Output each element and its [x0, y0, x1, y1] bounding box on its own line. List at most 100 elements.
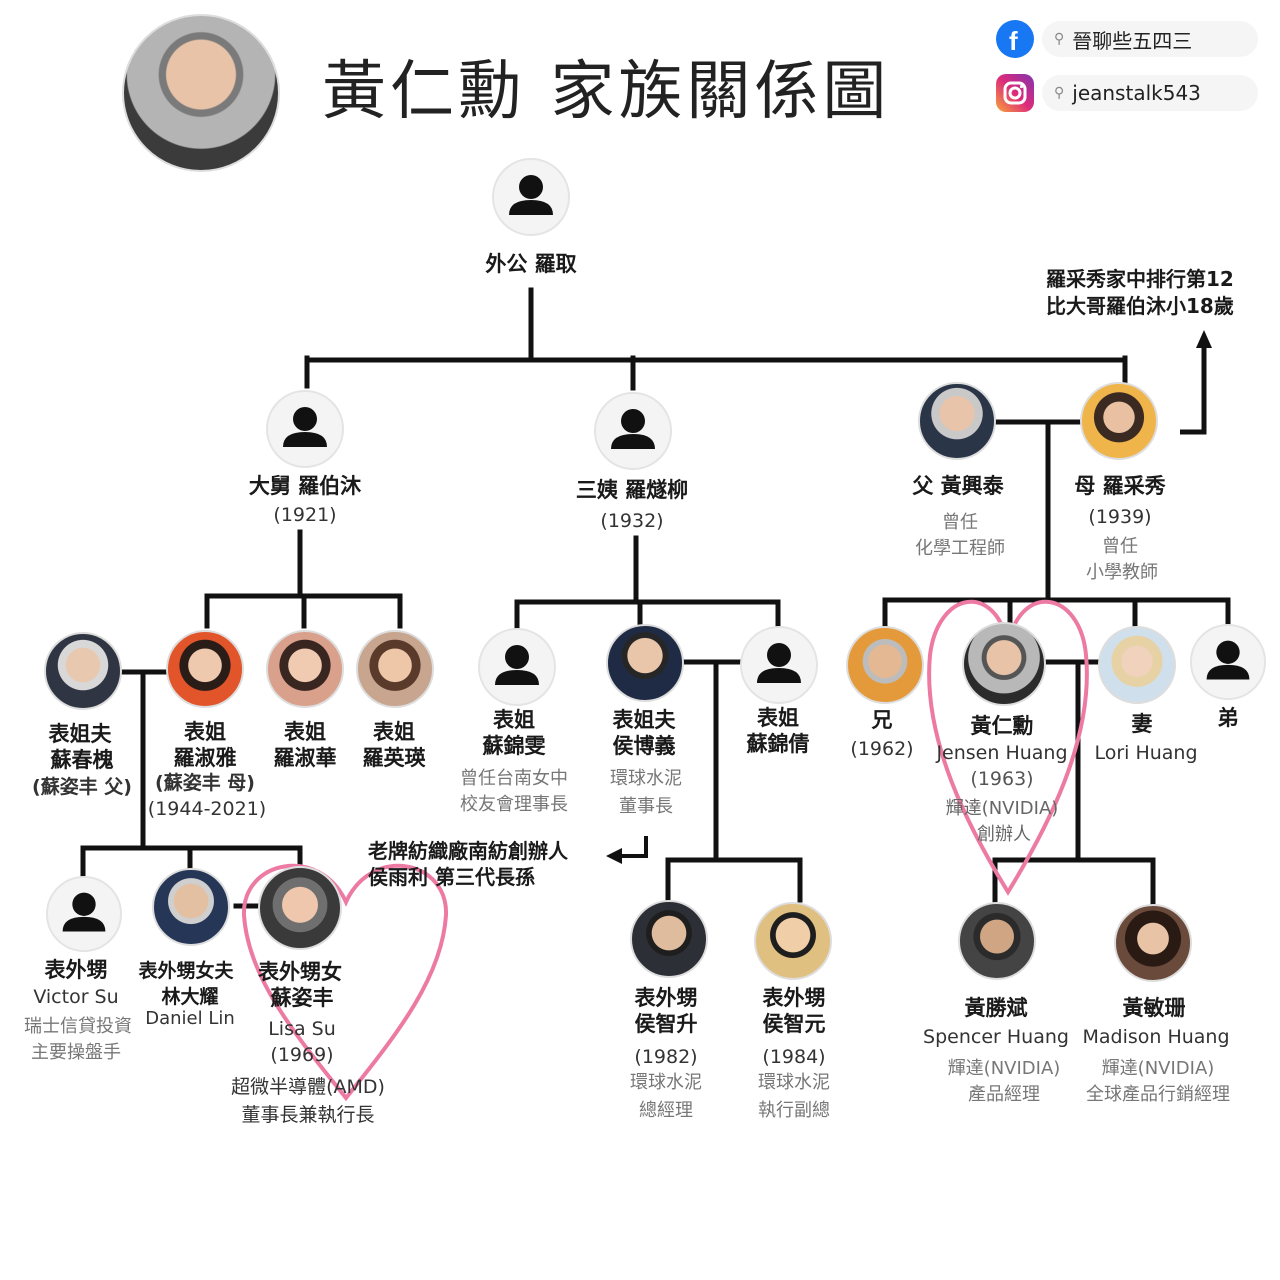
hou-zhiyuan-note1: 環球水泥: [758, 1072, 830, 1093]
aunt-person-icon: [594, 392, 672, 470]
hou-zhiyuan-photo: [754, 902, 832, 980]
younger-brother-person-icon: [1190, 624, 1266, 700]
older-brother-year: (1962): [850, 738, 914, 760]
hou-boyi-note2: 董事長: [619, 796, 673, 817]
su-jinqian-person-icon: [740, 626, 818, 704]
daniel-role: 表外甥女夫: [138, 960, 234, 982]
madison-note1: 輝達(NVIDIA): [1101, 1058, 1215, 1079]
father-name: 父 黃興泰: [912, 474, 1004, 498]
mother-year: (1939): [1088, 506, 1152, 528]
luo-shuya-years: (1944-2021): [147, 798, 267, 820]
instagram-icon[interactable]: [996, 74, 1034, 112]
hou-zhiyuan-role: 表外甥: [762, 986, 826, 1010]
hou-zhiyuan-name: 侯智元: [762, 1012, 826, 1036]
heart-icon: [241, 863, 449, 1102]
daniel-photo: [152, 868, 230, 946]
hou-zhisheng-note2: 總經理: [639, 1100, 693, 1121]
mother-photo: [1080, 382, 1158, 460]
luo-yingying-name: 羅英瑛: [362, 746, 426, 770]
hou-boyi-note1: 環球水泥: [610, 768, 682, 789]
su-jinwen-note1: 曾任台南女中: [460, 768, 568, 789]
hou-boyi-photo: [606, 624, 684, 702]
su-chunhuai-name: 蘇春槐: [50, 748, 114, 772]
jensen-note2: 創辦人: [977, 824, 1031, 845]
wife-role: 妻: [1131, 712, 1153, 736]
hou-zhisheng-role: 表外甥: [634, 986, 698, 1010]
search-icon: ⚲: [1054, 85, 1065, 101]
victor-en: Victor Su: [33, 986, 119, 1008]
lisa-year: (1969): [270, 1044, 334, 1066]
luo-shuhua-name: 羅淑華: [273, 746, 337, 770]
su-chunhuai-role: 表姐夫: [48, 722, 112, 746]
page-title: 黃仁勳 家族關係圖: [322, 55, 891, 129]
father-job: 化學工程師: [915, 538, 1005, 559]
facebook-handle[interactable]: ⚲ 晉聊些五四三: [1042, 21, 1258, 57]
instagram-handle[interactable]: ⚲ jeanstalk543: [1042, 75, 1258, 111]
aunt-name: 三姨 羅燧柳: [575, 478, 689, 502]
luo-shuhua-role: 表姐: [284, 720, 326, 744]
lisa-note1: 超微半導體(AMD): [231, 1076, 385, 1098]
spencer-name: 黃勝斌: [964, 996, 1028, 1020]
hou-zhisheng-photo: [630, 900, 708, 978]
su-chunhuai-note: (蘇姿丰 父): [32, 776, 132, 798]
lisa-en: Lisa Su: [268, 1018, 336, 1040]
hou-zhisheng-note1: 環球水泥: [630, 1072, 702, 1093]
uncle-name: 大舅 羅伯沐: [248, 474, 362, 498]
lisa-su-photo: [258, 866, 342, 950]
su-jinwen-name: 蘇錦雯: [482, 734, 546, 758]
jensen-en: Jensen Huang: [936, 742, 1068, 764]
su-chunhuai-photo: [44, 632, 122, 710]
luo-shuhua-photo: [266, 630, 344, 708]
victor-note2: 主要操盤手: [31, 1042, 121, 1063]
hou-zhisheng-name: 侯智升: [634, 1012, 698, 1036]
mother-rank-note: 羅采秀家中排行第12 比大哥羅伯沐小18歲: [1046, 267, 1234, 318]
grandfather-person-icon: [492, 158, 570, 236]
jensen-note1: 輝達(NVIDIA): [945, 798, 1059, 819]
su-jinwen-note2: 校友會理事長: [460, 794, 568, 815]
daniel-en: Daniel Lin: [145, 1008, 235, 1029]
su-jinqian-name: 蘇錦倩: [746, 732, 810, 756]
madison-name: 黃敏珊: [1122, 996, 1186, 1020]
luo-shuya-role: 表姐: [184, 720, 226, 744]
spencer-photo: [958, 902, 1036, 980]
mother-name: 母 羅采秀: [1074, 474, 1166, 498]
madison-photo: [1114, 904, 1192, 982]
jensen-huang-portrait: [122, 14, 280, 172]
su-jinwen-role: 表姐: [493, 708, 535, 732]
lisa-name: 蘇姿丰: [270, 986, 334, 1010]
hou-zhiyuan-year: (1984): [762, 1046, 826, 1068]
arrow-icon: [1180, 346, 1207, 435]
madison-en: Madison Huang: [1082, 1026, 1230, 1048]
older-brother-role: 兄: [871, 708, 893, 732]
luo-shuya-photo: [166, 630, 244, 708]
wife-en: Lori Huang: [1094, 742, 1198, 764]
luo-shuya-name: 羅淑雅: [173, 746, 237, 770]
hou-boyi-role: 表姐夫: [612, 708, 676, 732]
hou-boyi-name: 侯博義: [612, 734, 676, 758]
older-brother-photo: [846, 626, 924, 704]
mother-job: 小學教師: [1086, 562, 1158, 583]
luo-shuya-note: (蘇姿丰 母): [155, 772, 255, 794]
aunt-year: (1932): [600, 510, 664, 532]
spencer-note1: 輝達(NVIDIA): [947, 1058, 1061, 1079]
victor-role: 表外甥: [44, 958, 108, 982]
su-jinqian-role: 表姐: [757, 706, 799, 730]
svg-text:f: f: [1009, 26, 1018, 56]
daniel-name: 林大耀: [161, 986, 219, 1008]
lisa-role: 表外甥女: [258, 960, 342, 984]
su-jinwen-person-icon: [478, 628, 556, 706]
luo-yingying-photo: [356, 630, 434, 708]
lisa-note2: 董事長兼執行長: [241, 1104, 375, 1126]
victor-note1: 瑞士信貸投資: [24, 1016, 132, 1037]
jensen-photo: [962, 622, 1046, 706]
uncle-person-icon: [266, 390, 344, 468]
jensen-name: 黃仁勳: [970, 714, 1034, 738]
facebook-icon[interactable]: f: [996, 20, 1034, 58]
father-photo: [918, 382, 996, 460]
luo-yingying-role: 表姐: [373, 720, 415, 744]
younger-brother-role: 弟: [1217, 706, 1239, 730]
textile-note: 老牌紡織廠南紡創辦人 侯雨利 第三代長孫: [368, 839, 568, 889]
lori-photo: [1098, 626, 1176, 704]
uncle-year: (1921): [273, 504, 337, 526]
